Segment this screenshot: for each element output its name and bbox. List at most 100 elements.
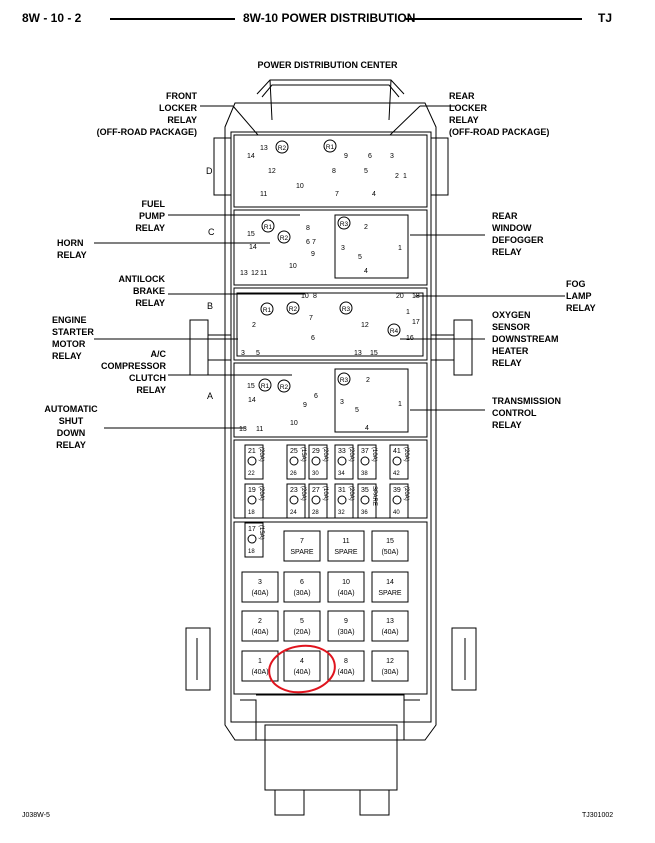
- small-fuse-terminal: 38: [361, 471, 368, 477]
- small-fuse-terminal: 24: [290, 510, 297, 516]
- svg-text:R2: R2: [278, 145, 287, 152]
- housing-inner: [230, 131, 432, 723]
- large-fuse-9: 9(30A): [327, 610, 365, 642]
- large-fuse-number: 13: [386, 618, 394, 625]
- large-fuse-rating: (40A): [337, 669, 354, 676]
- small-fuse-number: 25: [290, 448, 298, 455]
- large-fuse-6: 6(30A): [283, 571, 321, 603]
- large-fuse-rating: SPARE: [334, 549, 358, 556]
- small-fuse-number: 23: [290, 487, 298, 494]
- pin-number-row-c: 14: [249, 244, 257, 251]
- relay-mark-r3: R3: [337, 216, 351, 230]
- small-fuse-rating: (10A): [371, 447, 377, 462]
- small-fuse-terminal: 28: [312, 510, 319, 516]
- large-fuse-10: 10(40A): [327, 571, 365, 603]
- pin-number-row-d: 1: [403, 173, 407, 180]
- pin-number-row-c: 2: [364, 224, 368, 231]
- pin-number-row-d: 7: [335, 191, 339, 198]
- small-fuse-number: 39: [393, 487, 401, 494]
- pin-number-row-b: 17: [412, 319, 420, 326]
- bottom-mount: [264, 724, 398, 791]
- large-fuse-rating: (40A): [293, 669, 310, 676]
- pin-number-row-d: 2: [395, 173, 399, 180]
- large-fuse-number: 8: [344, 658, 348, 665]
- large-fuse-1: 1(40A): [241, 650, 279, 682]
- small-fuse-block: [233, 439, 428, 519]
- pin-number-row-a: 1: [398, 401, 402, 408]
- small-fuse-terminal: 36: [361, 510, 368, 516]
- large-fuse-rating: (40A): [337, 590, 354, 597]
- small-fuse-terminal: 42: [393, 471, 400, 477]
- relay-mark-r2: R2: [286, 301, 300, 315]
- row-letter-a: A: [207, 391, 214, 401]
- large-fuse-12: 12(30A): [371, 650, 409, 682]
- svg-text:R3: R3: [340, 221, 349, 228]
- relay-mark-r2: R2: [275, 140, 289, 154]
- pin-number-row-b: 13: [354, 350, 362, 357]
- svg-text:R2: R2: [280, 384, 289, 391]
- page-number: 8W - 10 - 2: [22, 11, 82, 25]
- pin-number-row-d: 12: [268, 168, 276, 175]
- large-fuse-rating: SPARE: [378, 590, 402, 597]
- small-fuse-number: 29: [312, 448, 320, 455]
- diagram-title: POWER DISTRIBUTION CENTER: [257, 60, 398, 70]
- large-fuse-8: 8 (40A): [327, 650, 365, 682]
- large-fuse-number: 11: [342, 538, 349, 545]
- small-fuse-number: 37: [361, 448, 369, 455]
- small-fuse-terminal: 34: [338, 471, 345, 477]
- pin-number-row-a: 15: [247, 383, 255, 390]
- pin-number-row-c: 10: [289, 263, 297, 270]
- pin-number-row-a: 13: [239, 426, 247, 433]
- large-fuse-5: 5(20A): [283, 610, 321, 642]
- row-letter-c: C: [208, 227, 215, 237]
- relay-mark-r2: R2: [277, 379, 291, 393]
- small-fuse-rating: SPARE: [371, 486, 377, 506]
- pin-number-row-d: 14: [247, 153, 255, 160]
- relay-mark-r1: R1: [261, 219, 275, 233]
- pin-number-row-d: 10: [296, 183, 304, 190]
- pin-number-row-a: 5: [355, 407, 359, 414]
- pin-number-row-c: 1: [398, 245, 402, 252]
- large-fuse-rating: (40A): [251, 590, 268, 597]
- small-fuse-rating: (20A): [403, 486, 409, 501]
- pin-number-row-a: 9: [303, 402, 307, 409]
- pin-number-row-d: 5: [364, 168, 368, 175]
- large-fuse-number: 2: [258, 618, 262, 625]
- large-fuse-number: 3: [258, 579, 262, 586]
- highlight-circle-fuse-4: [268, 644, 336, 694]
- small-fuse-number: 17: [248, 526, 256, 533]
- relay-row-d: [233, 134, 428, 208]
- pin-number-row-b: 2: [252, 322, 256, 329]
- large-fuse-number: 12: [386, 658, 394, 665]
- small-fuse-terminal: 22: [248, 471, 255, 477]
- svg-text:R1: R1: [264, 224, 273, 231]
- svg-text:R4: R4: [390, 328, 399, 335]
- large-fuses: 7SPARE11SPARE15(50A)3(40A)6(30A)10(40A)1…: [241, 530, 409, 682]
- pin-number-row-c: 8: [306, 225, 310, 232]
- small-fuse-rating: (15A): [258, 525, 264, 540]
- section-title: 8W-10 POWER DISTRIBUTION: [243, 11, 416, 25]
- relay-mark-r3: R3: [337, 372, 351, 386]
- transmission-control-relay: [334, 368, 409, 433]
- footer-right-code: TJ301002: [582, 812, 614, 819]
- pin-number-row-a: 4: [365, 425, 369, 432]
- large-fuse-number: 14: [386, 579, 394, 586]
- pin-number-row-c: 11: [260, 270, 267, 277]
- pin-number-row-c: 3: [341, 245, 345, 252]
- relay-mark-r1: R1: [260, 302, 274, 316]
- large-fuse-2: 2(40A): [241, 610, 279, 642]
- svg-text:R1: R1: [326, 144, 335, 151]
- relay-row-b: [233, 287, 428, 361]
